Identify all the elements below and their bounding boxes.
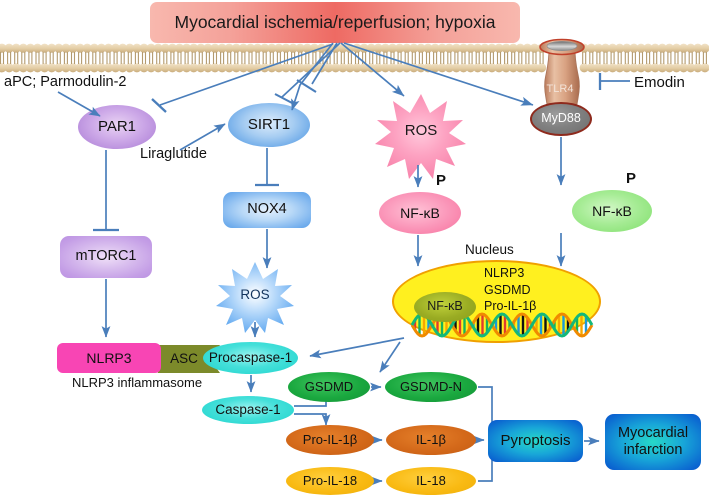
phospho-badge-green: P [626, 170, 637, 187]
node-pro-il-18: Pro-IL-18 [286, 467, 374, 495]
node-myocardial-infarction: Myocardial infarction [605, 414, 701, 470]
node-gsdmd-n: GSDMD-N [385, 372, 477, 402]
node-nfkb-phospho-pink: NF-κB [379, 192, 461, 234]
emodin-label: Emodin [634, 74, 685, 91]
node-sirt1: SIRT1 [228, 103, 310, 147]
phospho-badge-pink: P [436, 172, 447, 189]
gene-gsdmd: GSDMD [484, 282, 531, 297]
node-nlrp3: NLRP3 [57, 343, 161, 373]
gene-pro-il1b: Pro-IL-1β [484, 299, 537, 313]
nucleus-gene-list: NLRP3 GSDMD Pro-IL-1β [484, 265, 536, 315]
node-ros-pink: ROS [404, 122, 438, 140]
node-il-18: IL-18 [386, 467, 476, 495]
node-procaspase-1: Procaspase-1 [203, 342, 298, 374]
node-il-1b: IL-1β [386, 425, 476, 455]
node-nox4: NOX4 [223, 192, 311, 228]
node-nfkb-nucleus: NF-κB [414, 292, 476, 322]
node-tlr4: TLR4 [546, 83, 574, 96]
node-pro-il-1b: Pro-IL-1β [286, 425, 374, 455]
liraglutide-label: Liraglutide [140, 146, 207, 162]
node-mtorc1: mTORC1 [60, 236, 152, 278]
stimulus-banner: Myocardial ischemia/reperfusion; hypoxia [150, 2, 520, 43]
node-caspase-1: Caspase-1 [202, 396, 294, 424]
node-nfkb-phospho-green: NF-κB [572, 190, 652, 232]
node-pyroptosis: Pyroptosis [488, 420, 583, 462]
plasma-membrane-lipid-bilayer [0, 43, 709, 73]
node-par1: PAR1 [78, 105, 156, 149]
nlrp3-inflammasome-label: NLRP3 inflammasome [72, 375, 203, 390]
nucleus-label: Nucleus [465, 242, 514, 257]
apc-parmodulin-label: aPC; Parmodulin-2 [4, 74, 127, 90]
node-ros-blue: ROS [240, 286, 270, 302]
gene-nlrp3: NLRP3 [484, 266, 525, 280]
node-myd88: MyD88 [530, 102, 592, 136]
node-gsdmd: GSDMD [288, 372, 370, 402]
